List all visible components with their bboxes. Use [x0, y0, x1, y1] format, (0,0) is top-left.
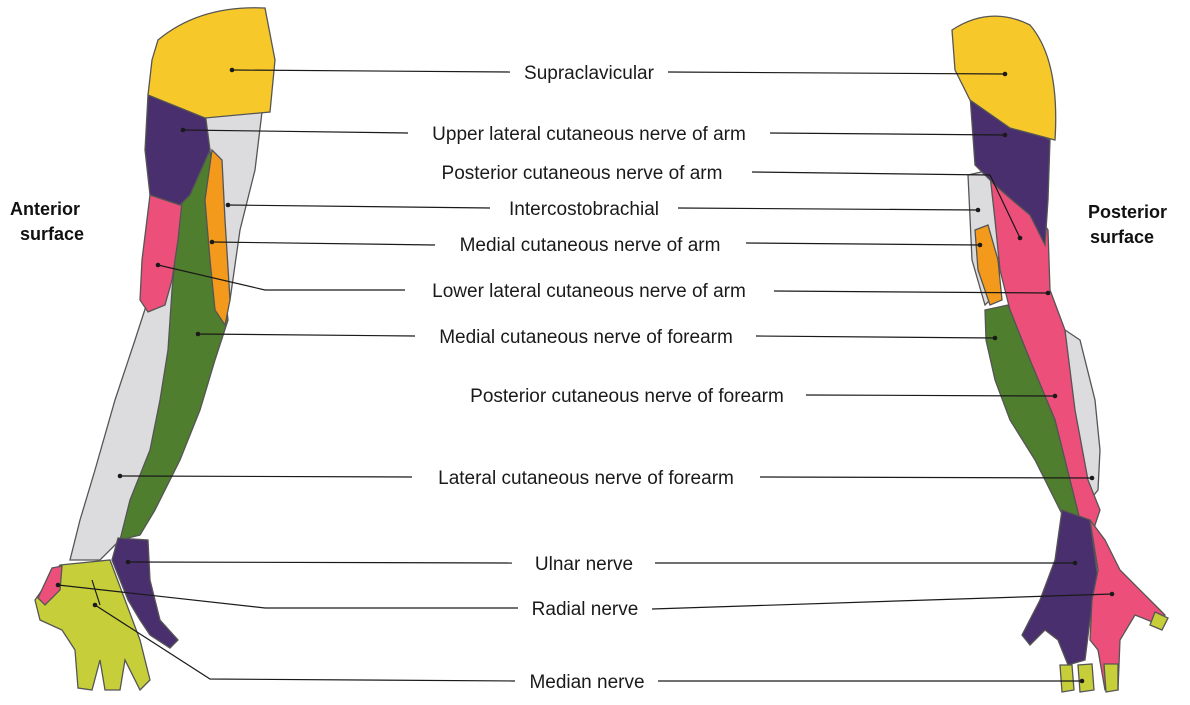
- anterior-arm: [35, 8, 275, 690]
- dot: [210, 240, 215, 245]
- posterior-median-fingertip-index: [1060, 665, 1074, 692]
- posterior-radial-hand-region: [1090, 520, 1165, 690]
- dot: [1046, 291, 1051, 296]
- posterior-median-fingertip-ring: [1104, 664, 1118, 692]
- leader-intercostobrachial-left: [228, 205, 490, 208]
- dot: [118, 474, 123, 479]
- posterior-arm: [952, 16, 1168, 692]
- dot: [56, 583, 61, 588]
- label-upper-lateral-arm: Upper lateral cutaneous nerve of arm: [432, 124, 746, 145]
- leader-medial-forearm-right: [756, 336, 995, 338]
- dot: [126, 560, 131, 565]
- dot: [181, 128, 186, 133]
- dot: [93, 603, 98, 608]
- leader-intercostobrachial-right: [678, 208, 978, 210]
- anterior-surface-label-2: surface: [20, 224, 84, 244]
- label-medial-forearm: Medial cutaneous nerve of forearm: [439, 327, 733, 348]
- label-lower-lateral-arm: Lower lateral cutaneous nerve of arm: [432, 281, 746, 302]
- leader-upper-lateral-right: [770, 133, 1005, 135]
- label-median: Median nerve: [529, 672, 644, 693]
- posterior-ulnar-hand-region: [1022, 510, 1098, 665]
- dot: [1003, 72, 1008, 77]
- leader-medial-arm-left: [212, 242, 435, 245]
- nerve-labels: Supraclavicular Upper lateral cutaneous …: [432, 63, 784, 693]
- anterior-supraclavicular-region: [148, 8, 275, 118]
- label-radial: Radial nerve: [532, 599, 639, 620]
- label-intercostobrachial: Intercostobrachial: [509, 199, 659, 220]
- leader-medial-arm-right: [746, 243, 980, 245]
- dot: [226, 203, 231, 208]
- dot: [1090, 476, 1095, 481]
- leader-medial-forearm-left: [198, 334, 415, 336]
- dot: [230, 68, 235, 73]
- dot: [978, 243, 983, 248]
- posterior-surface-label: Posterior: [1088, 202, 1167, 222]
- dot: [1018, 236, 1023, 241]
- label-lateral-forearm: Lateral cutaneous nerve of forearm: [438, 468, 734, 489]
- dot: [1110, 592, 1115, 597]
- dot: [1053, 394, 1058, 399]
- label-posterior-arm: Posterior cutaneous nerve of arm: [442, 163, 723, 184]
- label-medial-arm: Medial cutaneous nerve of arm: [460, 235, 721, 256]
- posterior-supraclavicular-region: [952, 16, 1056, 140]
- label-posterior-forearm: Posterior cutaneous nerve of forearm: [470, 386, 784, 407]
- dot: [993, 336, 998, 341]
- posterior-median-fingertip-middle: [1078, 664, 1094, 692]
- leader-ulnar-left: [128, 562, 512, 563]
- dot: [1003, 133, 1008, 138]
- leader-lateral-forearm-right: [760, 477, 1092, 478]
- dot: [1073, 561, 1078, 566]
- anterior-surface-label: Anterior: [10, 199, 80, 219]
- dot: [1080, 679, 1085, 684]
- dot: [976, 208, 981, 213]
- dot: [196, 332, 201, 337]
- label-supraclavicular: Supraclavicular: [524, 63, 655, 84]
- posterior-surface-label-2: surface: [1090, 227, 1154, 247]
- label-ulnar: Ulnar nerve: [535, 554, 633, 575]
- leader-supraclavicular-right: [668, 72, 1005, 74]
- dot: [156, 263, 161, 268]
